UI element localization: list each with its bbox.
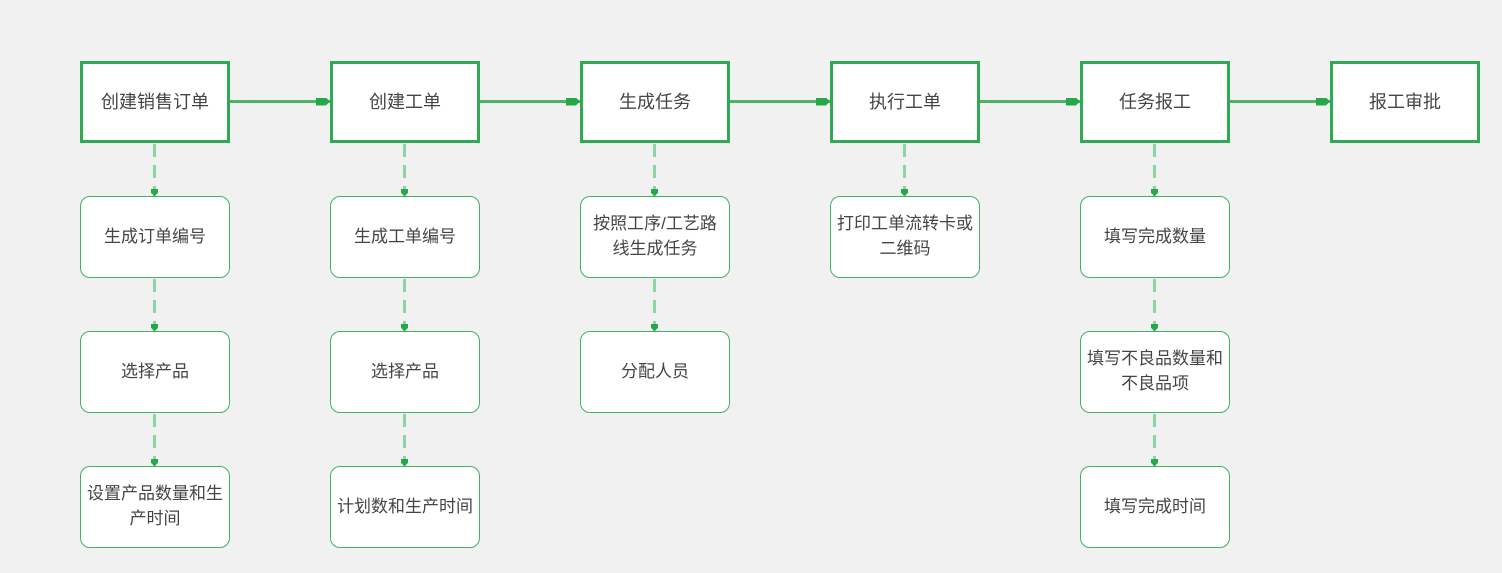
- flow-connector-dashed-vertical: [1151, 144, 1158, 196]
- flow-connector-dashed-vertical: [401, 279, 408, 331]
- node-step-print-flow-card-or-qrcode: 打印工单流转卡或 二维码: [830, 196, 980, 278]
- flow-connector-dashed-vertical: [151, 414, 158, 466]
- flow-connector-dashed-vertical: [901, 144, 908, 196]
- arrowhead-down-icon: [1151, 324, 1158, 331]
- flow-connector-dashed-vertical: [401, 144, 408, 196]
- arrowhead-right-icon: [1066, 97, 1080, 106]
- flow-connector-horizontal: [730, 97, 830, 106]
- arrowhead-down-icon: [651, 189, 658, 196]
- arrowhead-down-icon: [901, 189, 908, 196]
- node-create-sales-order: 创建销售订单: [80, 61, 230, 143]
- node-task-report: 任务报工: [1080, 61, 1230, 143]
- node-generate-task: 生成任务: [580, 61, 730, 143]
- arrowhead-right-icon: [316, 97, 330, 106]
- node-step-plan-quantity-and-time: 计划数和生产时间: [330, 466, 480, 548]
- arrowhead-down-icon: [401, 459, 408, 466]
- flow-connector-horizontal: [230, 97, 330, 106]
- arrowhead-down-icon: [651, 324, 658, 331]
- node-step-select-product: 选择产品: [330, 331, 480, 413]
- node-step-assign-personnel: 分配人员: [580, 331, 730, 413]
- flow-connector-dashed-vertical: [651, 144, 658, 196]
- node-step-set-quantity-and-time: 设置产品数量和生 产时间: [80, 466, 230, 548]
- node-step-fill-defective-items: 填写不良品数量和 不良品项: [1080, 331, 1230, 413]
- node-report-approval: 报工审批: [1330, 61, 1480, 143]
- node-execute-work-order: 执行工单: [830, 61, 980, 143]
- flow-connector-dashed-vertical: [151, 279, 158, 331]
- node-step-generate-order-number: 生成订单编号: [80, 196, 230, 278]
- arrowhead-right-icon: [816, 97, 830, 106]
- arrowhead-down-icon: [1151, 459, 1158, 466]
- arrowhead-down-icon: [401, 189, 408, 196]
- arrowhead-right-icon: [1316, 97, 1330, 106]
- flow-connector-horizontal: [1230, 97, 1330, 106]
- arrowhead-down-icon: [401, 324, 408, 331]
- arrowhead-down-icon: [151, 324, 158, 331]
- arrowhead-down-icon: [1151, 189, 1158, 196]
- node-step-select-product: 选择产品: [80, 331, 230, 413]
- flow-connector-dashed-vertical: [1151, 279, 1158, 331]
- arrowhead-down-icon: [151, 459, 158, 466]
- flow-connector-dashed-vertical: [151, 144, 158, 196]
- flow-connector-dashed-vertical: [651, 279, 658, 331]
- arrowhead-down-icon: [151, 189, 158, 196]
- flow-connector-horizontal: [980, 97, 1080, 106]
- node-step-generate-workorder-number: 生成工单编号: [330, 196, 480, 278]
- flow-connector-dashed-vertical: [401, 414, 408, 466]
- node-step-fill-completed-quantity: 填写完成数量: [1080, 196, 1230, 278]
- node-step-fill-completion-time: 填写完成时间: [1080, 466, 1230, 548]
- arrowhead-right-icon: [566, 97, 580, 106]
- node-create-work-order: 创建工单: [330, 61, 480, 143]
- node-step-generate-task-by-route: 按照工序/工艺路 线生成任务: [580, 196, 730, 278]
- flow-connector-horizontal: [480, 97, 580, 106]
- flow-connector-dashed-vertical: [1151, 414, 1158, 466]
